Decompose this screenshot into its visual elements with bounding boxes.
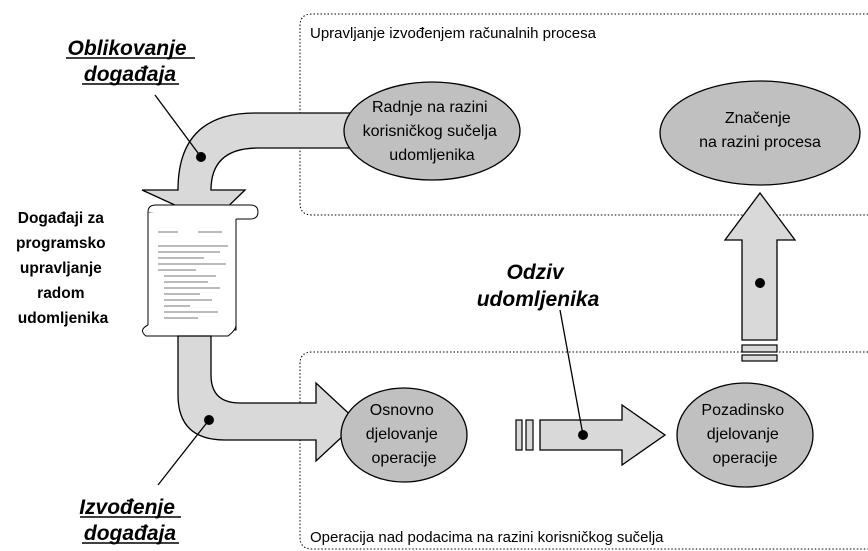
process-meaning-ellipse: [659, 80, 861, 186]
response-arrow: [515, 403, 667, 467]
host-response-label: Odziv udomljenika: [477, 261, 600, 311]
event-execution-label: Izvođenje događaja: [79, 496, 181, 545]
ui-actions-ellipse: [343, 81, 521, 181]
response-leader-line: [559, 309, 584, 436]
top-process-box: [299, 13, 868, 216]
upward-arrow-dot: [755, 278, 765, 288]
response-leader-dot: [578, 430, 588, 440]
background-operation-ellipse: [676, 382, 814, 488]
bottom-operation-box: [299, 351, 868, 550]
execution-leader-dot: [204, 415, 214, 425]
background-operation-text: Pozadinsko djelovanje operacije: [701, 402, 788, 467]
top-box-title: Upravljanje izvođenjem računalnih proces…: [310, 25, 597, 42]
execution-leader-line: [157, 419, 210, 486]
event-design-label: Oblikovanje događaja: [68, 37, 193, 86]
basic-operation-ellipse: [340, 387, 468, 483]
design-leader-dot: [196, 152, 206, 162]
execution-flow-arrow: [177, 335, 359, 463]
ui-actions-text: Radnje na razini korisničkog sučelja udo…: [363, 99, 502, 164]
events-document-icon: [142, 204, 259, 337]
upward-arrow: [723, 191, 797, 362]
process-meaning-text: Značenje na razini procesa: [699, 110, 821, 151]
basic-operation-text: Osnovno djelovanje operacije: [366, 402, 443, 467]
events-doc-label: Događaji za programsko upravljanje radom…: [16, 210, 110, 327]
design-leader-line: [154, 94, 202, 158]
bottom-box-title: Operacija nad podacima na razini korisni…: [310, 529, 664, 546]
design-flow-arrow: [141, 112, 361, 223]
